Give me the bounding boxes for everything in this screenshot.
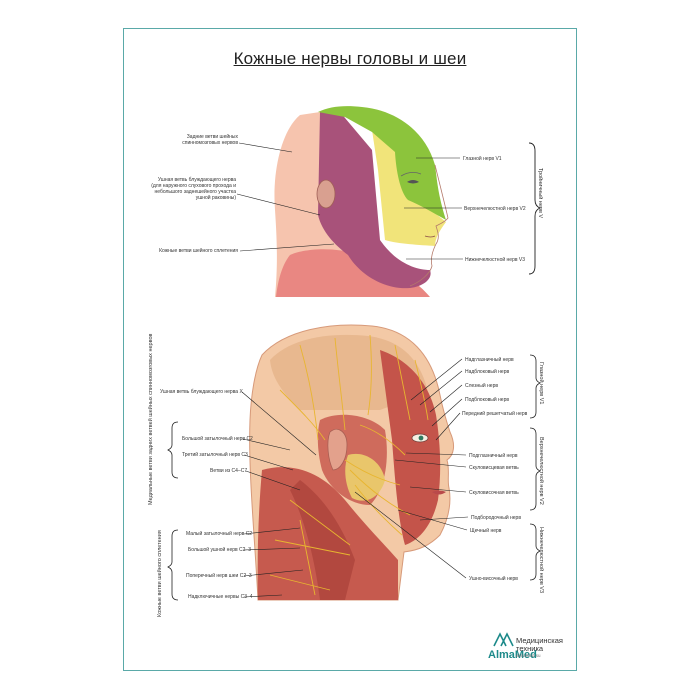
label-zygomaticofacial: Скуловисцевая ветвь: [469, 465, 519, 471]
brand-tagline-1: Медицинская: [516, 636, 563, 645]
label-cervical-plexus: Кожные ветви шейного сплетения: [159, 248, 238, 254]
label-trigeminal: Тройничный нерв V: [537, 168, 543, 219]
label-c4-c7: Ветви из C4–C7: [210, 468, 248, 474]
label-buccal: Щечный нерв: [470, 528, 502, 534]
dermatome-head: [236, 106, 542, 297]
label-supraclavicular: Надключичные нервы C3–4: [188, 594, 253, 600]
label-mandibular-bracket: Нижнечелюстной нерв V3: [538, 527, 544, 594]
label-lesser-occipital: Малый затылочный нерв C2: [186, 531, 253, 537]
brand-name: AlmaMed: [488, 649, 537, 661]
label-third-occipital: Третий затылочный нерв C3: [182, 452, 248, 458]
brand-tagline: Медицинская техника: [516, 637, 563, 653]
label-transverse-cervical: Поперечный нерв шеи C2–3: [186, 573, 252, 579]
v2-region: [372, 130, 446, 246]
label-infraorbital: Подглазничный нерв: [469, 453, 518, 459]
label-anterior-ethmoidal: Передний решетчатый нерв: [462, 411, 528, 417]
label-supraorbital: Надглазничный нерв: [465, 357, 514, 363]
brand-tagline-2: техника: [516, 644, 544, 653]
label-supratrochlear: Надблоковый нерв: [465, 369, 510, 375]
brand-url: almamed.su: [516, 653, 541, 658]
label-maxillary-bracket: Верхнечелюстной нерв V2: [538, 437, 544, 505]
label-auricular-x: Ушная ветвь блуждающего нерва X: [160, 389, 243, 395]
eye-icon: [407, 180, 419, 184]
label-greater-occipital: Большой затылочный нерв C2: [182, 436, 253, 442]
label-lacrimal: Слезный нерв: [465, 383, 499, 389]
almamed-logo-icon: [493, 632, 514, 647]
label-v1: Глазной нерв V1: [463, 156, 502, 162]
label-zygomaticotemporal: Скуловисочная ветвь: [469, 490, 519, 496]
label-auricular-vagus: Ушная ветвь блуждающего нерва (для наруж…: [151, 177, 236, 201]
ear-icon: [316, 179, 336, 209]
label-mental: Подбородочный нерв: [471, 515, 521, 521]
anatomical-head: [167, 324, 541, 601]
v1-region: [318, 106, 446, 220]
label-v2: Верхнечелюстной нерв V2: [464, 206, 526, 212]
label-ophthalmic-bracket: Глазной нерв V1: [538, 362, 544, 405]
label-posterior-rami: Задние ветви шейных спинномозговых нерво…: [182, 134, 238, 146]
label-v3: Нижнечелюстной нерв V3: [465, 257, 526, 263]
page-title: Кожные нервы головы и шеи: [233, 49, 467, 68]
v3-region: [318, 110, 431, 289]
ear-icon: [327, 428, 348, 471]
label-medial-branches: Медиальные ветви задних ветвей шейных сп…: [148, 333, 154, 505]
label-cervical-plexus-branches: Кожные ветви шейного сплетения: [157, 530, 163, 617]
label-infratrochlear: Подблоковый нерв: [465, 397, 510, 403]
label-auriculotemporal: Ушно-височный нерв: [469, 576, 518, 582]
label-great-auricular: Большой ушной нерв C2–3: [188, 547, 252, 553]
